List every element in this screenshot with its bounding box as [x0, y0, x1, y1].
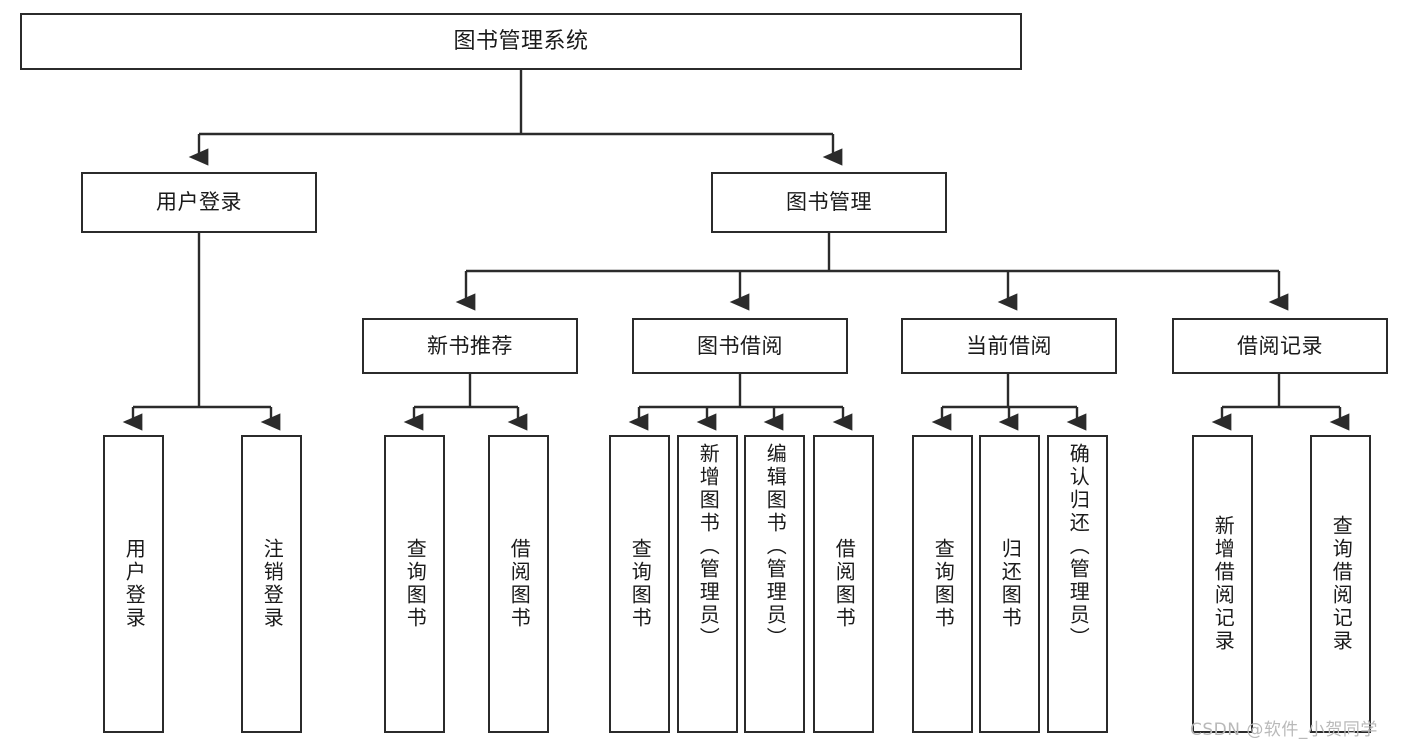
node-label: 查询借阅记录 [1329, 515, 1354, 653]
node-leaf-add-borrow-record[interactable]: 新增借阅记录 [1192, 435, 1253, 733]
node-leaf-return-book[interactable]: 归还图书 [979, 435, 1040, 733]
node-leaf-confirm-return-admin[interactable]: 确认归还（管理员） [1047, 435, 1108, 733]
node-label: 借阅图书 [507, 538, 532, 630]
node-label: 确认归还（管理员） [1066, 443, 1091, 650]
node-label: 归还图书 [998, 538, 1023, 630]
node-label: 图书管理 [786, 190, 872, 215]
node-label: 新增图书（管理员） [696, 443, 721, 650]
node-label: 借阅记录 [1237, 333, 1323, 358]
node-label: 编辑图书（管理员） [763, 443, 788, 650]
node-root-system[interactable]: 图书管理系统 [20, 13, 1022, 70]
node-leaf-user-login[interactable]: 用户登录 [103, 435, 164, 733]
node-label: 注销登录 [260, 538, 285, 630]
node-leaf-borrow-book-2[interactable]: 借阅图书 [813, 435, 874, 733]
node-label: 用户登录 [122, 538, 147, 630]
node-leaf-query-book-1[interactable]: 查询图书 [384, 435, 445, 733]
node-current-borrow[interactable]: 当前借阅 [901, 318, 1117, 374]
node-label: 新书推荐 [427, 333, 513, 358]
node-new-book-recommend[interactable]: 新书推荐 [362, 318, 578, 374]
node-borrow-record[interactable]: 借阅记录 [1172, 318, 1388, 374]
node-label: 图书管理系统 [453, 28, 589, 54]
node-book-borrow[interactable]: 图书借阅 [632, 318, 848, 374]
node-label: 查询图书 [931, 538, 956, 630]
node-label: 新增借阅记录 [1211, 515, 1236, 653]
node-leaf-add-book-admin[interactable]: 新增图书（管理员） [677, 435, 738, 733]
node-label: 图书借阅 [697, 333, 783, 358]
node-book-manage[interactable]: 图书管理 [711, 172, 947, 233]
node-leaf-edit-book-admin[interactable]: 编辑图书（管理员） [744, 435, 805, 733]
node-leaf-borrow-book-1[interactable]: 借阅图书 [488, 435, 549, 733]
node-leaf-logout-login[interactable]: 注销登录 [241, 435, 302, 733]
node-label: 借阅图书 [832, 538, 857, 630]
node-label: 用户登录 [156, 190, 242, 215]
node-leaf-query-borrow-record[interactable]: 查询借阅记录 [1310, 435, 1371, 733]
node-leaf-query-book-3[interactable]: 查询图书 [912, 435, 973, 733]
node-label: 查询图书 [403, 538, 428, 630]
node-label: 查询图书 [628, 538, 653, 630]
node-leaf-query-book-2[interactable]: 查询图书 [609, 435, 670, 733]
node-user-login[interactable]: 用户登录 [81, 172, 317, 233]
node-label: 当前借阅 [966, 333, 1052, 358]
